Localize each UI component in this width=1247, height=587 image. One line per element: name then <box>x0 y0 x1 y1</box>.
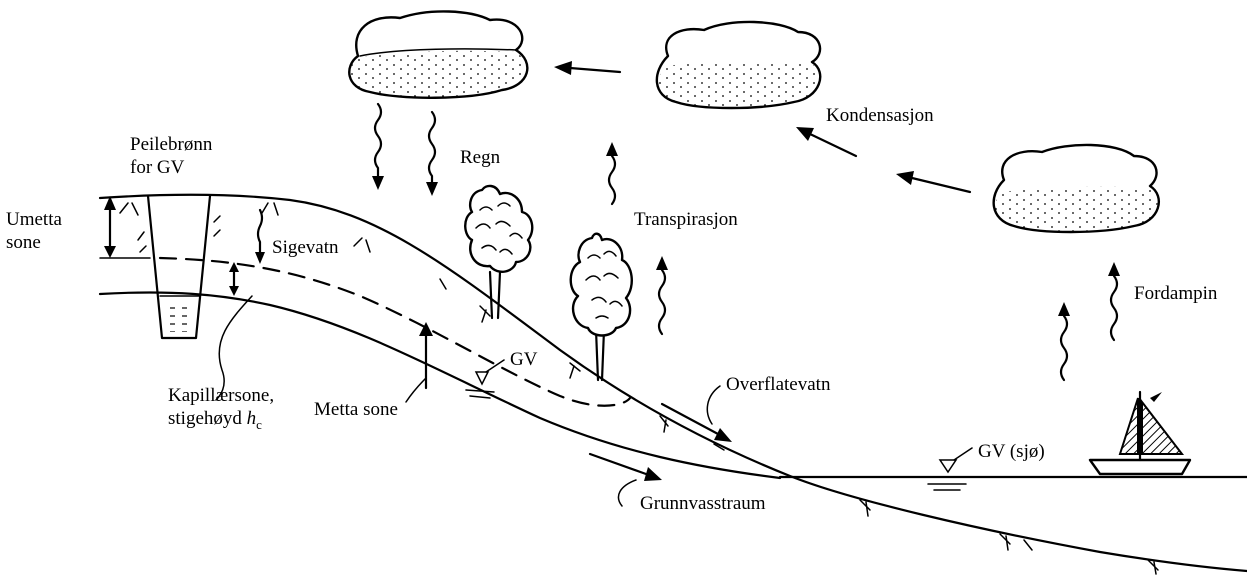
sigevatn-arrow <box>255 210 265 264</box>
fordamping-label: Fordampin <box>1134 282 1217 305</box>
evaporation-arrow-2 <box>1108 262 1120 340</box>
observation-well <box>138 196 220 338</box>
peilebronn-line2: for GV <box>130 156 212 179</box>
advection-arrow-1 <box>554 61 620 75</box>
grunnvasstraum-label: Grunnvasstraum <box>640 492 766 515</box>
tree-lower <box>571 234 632 380</box>
umetta-sone-arrow <box>104 196 116 258</box>
rain-arrow-2 <box>426 112 438 196</box>
kapillaersone-line2: stigehøyd <box>168 408 242 429</box>
sailboat <box>1090 392 1190 474</box>
transpiration-arrow-1 <box>606 142 618 204</box>
cloud-rain <box>349 11 527 97</box>
sigevatn-label: Sigevatn <box>272 236 339 259</box>
kapillaer-height-arrow <box>229 262 239 296</box>
regn-label: Regn <box>460 146 500 169</box>
evaporation-to-cloud-arrow <box>896 171 970 192</box>
kapillaersone-label: Kapillærsone, stigehøyd hc <box>168 384 274 436</box>
rain-arrow-1 <box>372 104 384 190</box>
gv-sjo-label: GV (sjø) <box>978 440 1045 463</box>
tree-upper <box>465 186 532 318</box>
evaporation-arrow-1 <box>1058 302 1070 380</box>
metta-sone-arrow <box>406 322 433 402</box>
umetta-line2: sone <box>6 231 62 254</box>
peilebronn-line1: Peilebrønn <box>130 133 212 156</box>
kapillaersone-subscript: c <box>256 417 262 432</box>
kapillaersone-line2-row: stigehøyd hc <box>168 407 274 436</box>
gv-sjo-symbol <box>928 448 972 490</box>
condensation-arrow <box>796 127 856 156</box>
transpiration-arrow-2 <box>656 256 668 334</box>
cloud-condensation <box>657 22 820 108</box>
umetta-sone-label: Umetta sone <box>6 208 62 254</box>
umetta-line1: Umetta <box>6 208 62 231</box>
peilebronn-label: Peilebrønn for GV <box>130 133 212 179</box>
kapillaersone-symbol: h <box>247 408 257 429</box>
overflatevatn-label: Overflatevatn <box>726 373 830 396</box>
cloud-evaporation <box>994 145 1159 232</box>
transpirasjon-label: Transpirasjon <box>634 208 738 231</box>
metta-sone-label: Metta sone <box>314 398 398 421</box>
kapillaersone-line1: Kapillærsone, <box>168 384 274 407</box>
gv-label: GV <box>510 348 537 371</box>
kondensasjon-label: Kondensasjon <box>826 104 934 127</box>
